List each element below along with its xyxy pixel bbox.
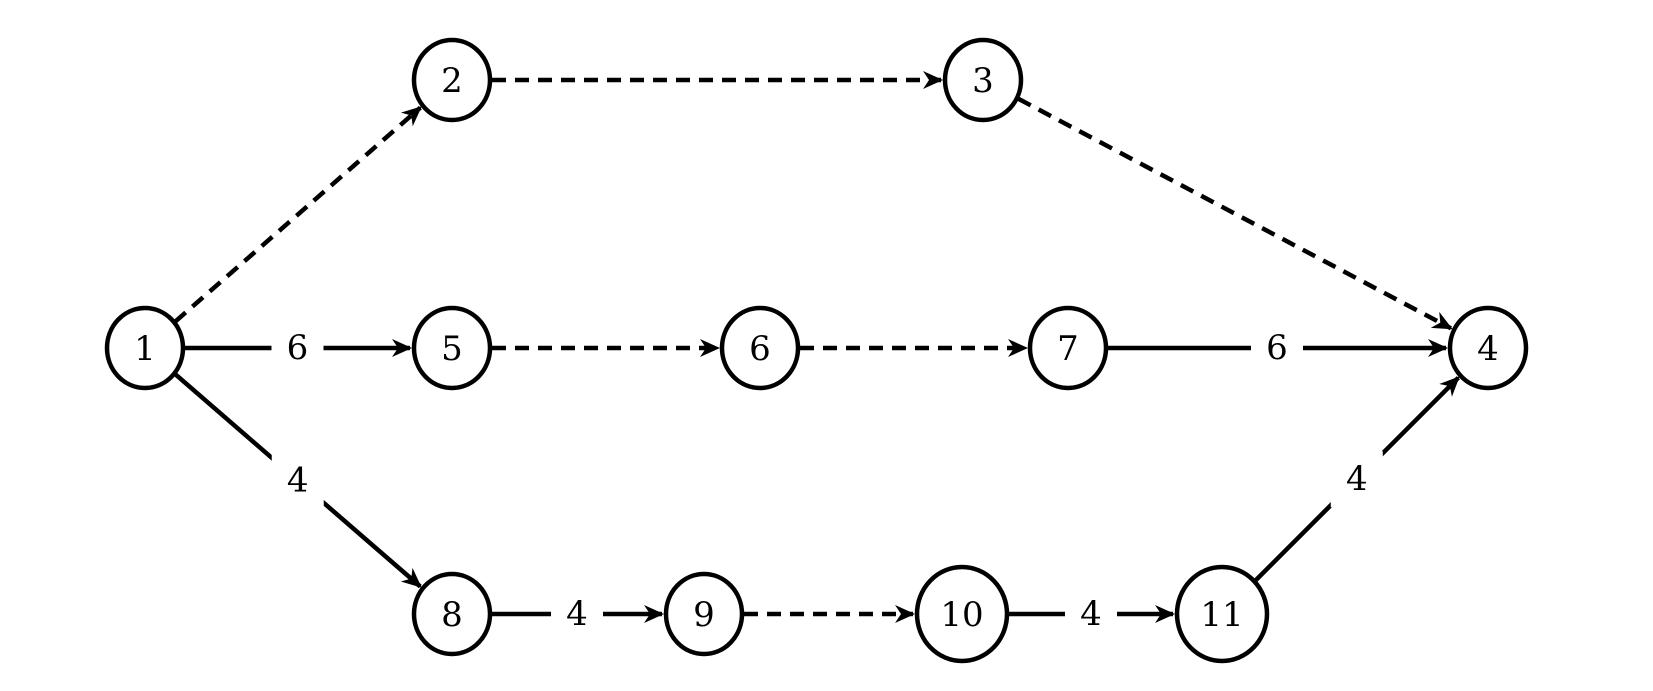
- node-label: 9: [693, 595, 715, 635]
- node-circle: [1027, 305, 1109, 391]
- edge-label-background: [1251, 320, 1303, 376]
- edge-weight-label: 6: [287, 328, 309, 368]
- node-circle: [104, 305, 186, 391]
- edge-1-to-8: 4: [173, 372, 422, 589]
- node-6: 6: [719, 305, 801, 391]
- edges-layer: 6 6 4 4 4 4: [173, 71, 1460, 642]
- edge-weight-label: 4: [566, 594, 588, 634]
- edge-label-background: [1065, 586, 1117, 642]
- edge-label-background: [551, 586, 603, 642]
- edge-10-to-11: 4: [1009, 586, 1175, 642]
- node-label: 7: [1057, 329, 1079, 369]
- node-label: 6: [749, 329, 771, 369]
- edge-weight-label: 6: [1266, 328, 1288, 368]
- node-8: 8: [411, 571, 493, 657]
- node-circle: [1447, 305, 1529, 391]
- node-label: 1: [134, 329, 156, 369]
- node-label: 2: [441, 61, 463, 101]
- node-label: 3: [972, 61, 994, 101]
- edge-weight-label: 4: [287, 460, 309, 500]
- edge-3-to-4: [1017, 96, 1453, 331]
- edge-line: [1017, 96, 1453, 331]
- node-2: 2: [411, 37, 493, 123]
- node-3: 3: [942, 37, 1024, 123]
- edge-7-to-4: 6: [1108, 320, 1448, 376]
- edge-label-background: [271, 320, 324, 376]
- edge-label-background: [1330, 451, 1383, 508]
- edge-line: [173, 105, 422, 324]
- edge-8-to-9: 4: [492, 586, 664, 642]
- edge-11-to-4: 4: [1253, 376, 1460, 583]
- node-9: 9: [663, 571, 745, 657]
- edge-1-to-5: 6: [185, 320, 412, 376]
- node-11: 11: [1174, 564, 1270, 664]
- node-circle: [411, 37, 493, 123]
- nodes-layer: 1 2 3 4 5 6 7 8 9 10 11: [104, 37, 1529, 664]
- node-4: 4: [1447, 305, 1529, 391]
- node-circle: [942, 37, 1024, 123]
- node-circle: [663, 571, 745, 657]
- edge-weight-label: 4: [1346, 459, 1368, 499]
- node-label: 11: [1200, 595, 1243, 635]
- node-circle: [1174, 564, 1270, 664]
- edge-1-to-2: [173, 105, 422, 324]
- node-circle: [411, 305, 493, 391]
- node-1: 1: [104, 305, 186, 391]
- node-circle: [411, 571, 493, 657]
- node-label: 5: [441, 329, 463, 369]
- node-circle: [914, 564, 1010, 664]
- node-circle: [719, 305, 801, 391]
- node-label: 4: [1477, 329, 1499, 369]
- edge-label-background: [271, 452, 324, 509]
- node-7: 7: [1027, 305, 1109, 391]
- node-5: 5: [411, 305, 493, 391]
- edge-weight-label: 4: [1080, 594, 1102, 634]
- node-label: 8: [441, 595, 463, 635]
- node-10: 10: [914, 564, 1010, 664]
- node-label: 10: [940, 595, 983, 635]
